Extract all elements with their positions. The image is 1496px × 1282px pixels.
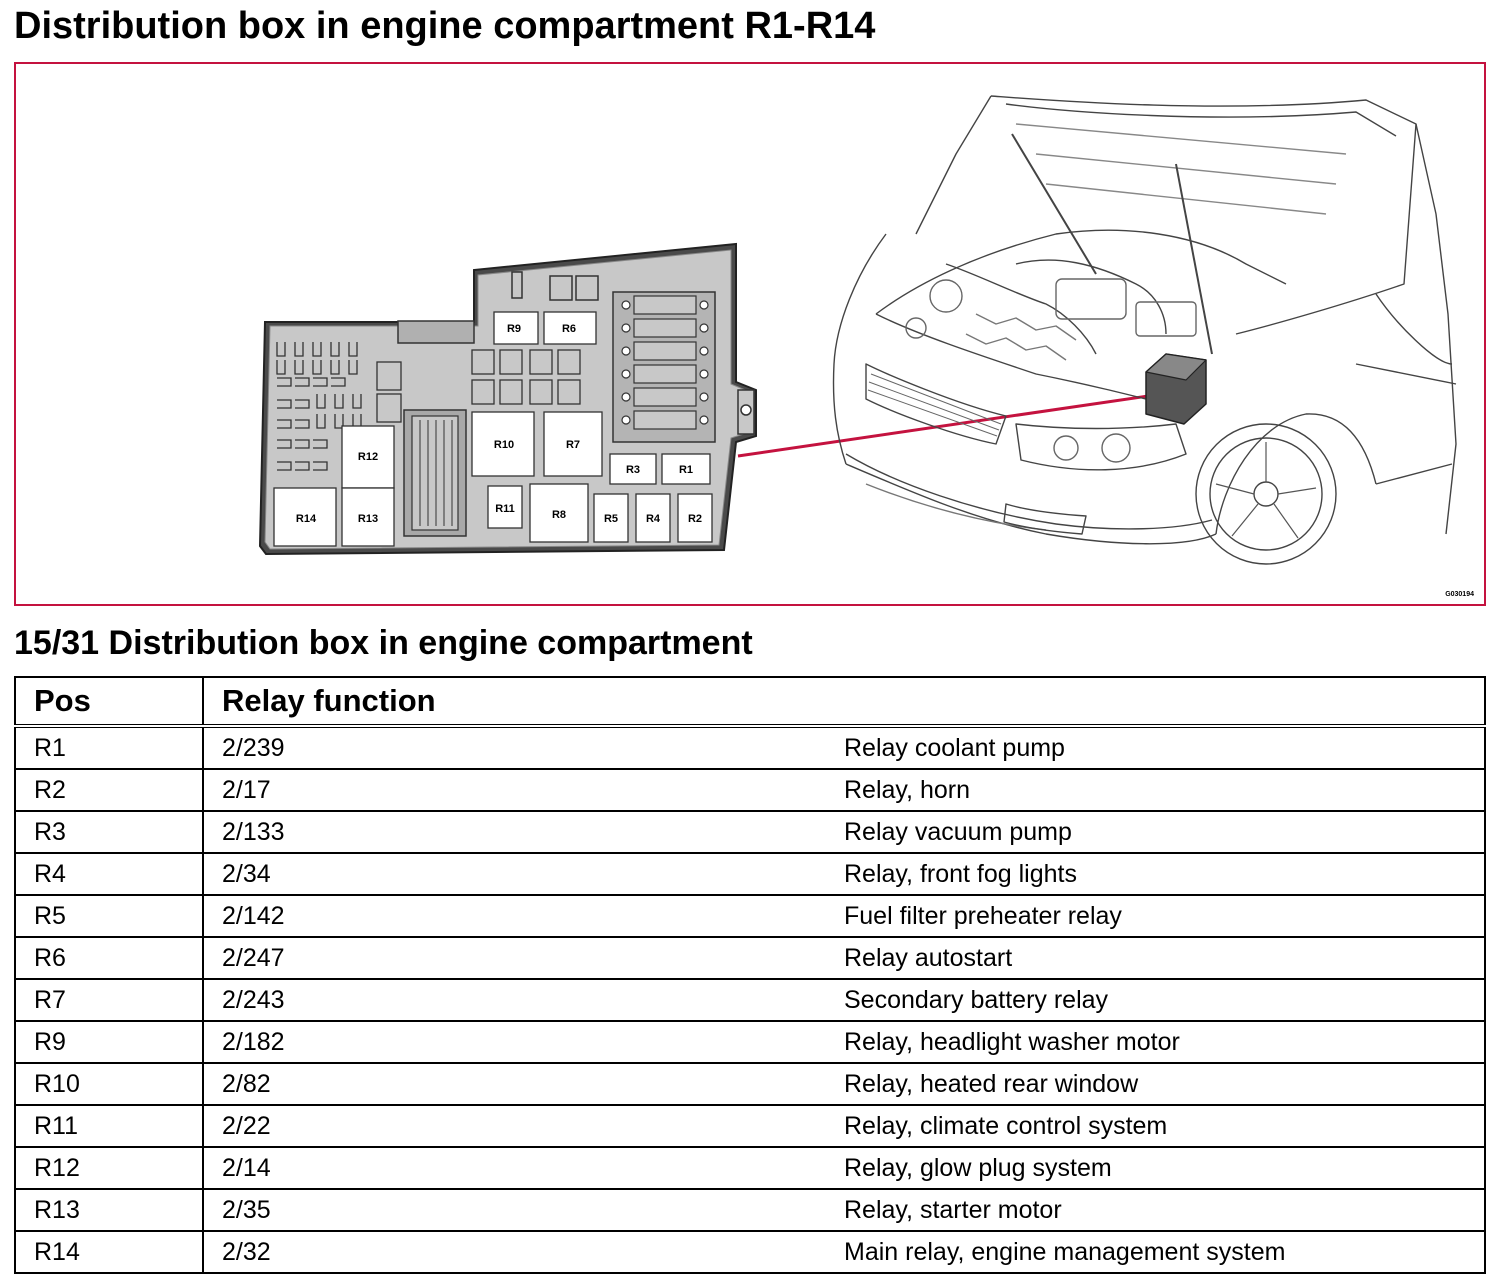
row-pos: R9 [15, 1020, 204, 1063]
row-code: 2/14 [203, 1146, 844, 1189]
row-pos: R10 [15, 1062, 204, 1105]
row-code: 2/32 [203, 1230, 844, 1273]
row-description: Secondary battery relay [844, 978, 1485, 1021]
relay-r5 [593, 493, 629, 543]
row-code: 2/17 [203, 768, 844, 811]
relay-r1 [661, 453, 711, 485]
row-pos: R12 [15, 1146, 204, 1189]
relay-label-r9: R9 [507, 323, 521, 335]
row-pos: R2 [15, 768, 204, 811]
relay-label-r5: R5 [604, 513, 618, 525]
header-relay-function: Relay function [203, 677, 1485, 728]
figure-reference-code: G030194 [1445, 591, 1474, 598]
relay-label-r6: R6 [562, 323, 576, 335]
row-pos: R5 [15, 894, 204, 937]
row-description: Relay, starter motor [844, 1188, 1485, 1231]
row-description: Relay, headlight washer motor [844, 1020, 1485, 1063]
row-code: 2/247 [203, 936, 844, 979]
relay-label-r13: R13 [358, 513, 378, 525]
row-pos: R11 [15, 1104, 204, 1147]
distribution-box-diagram: R9 R6 R10 R7 R3 R1 R12 R14 R13 R11 R8 R5… [258, 95, 1474, 598]
row-pos: R6 [15, 936, 204, 979]
relay-label-r8: R8 [552, 509, 566, 521]
relay-label-r2: R2 [688, 513, 702, 525]
row-code: 2/133 [203, 810, 844, 853]
row-code: 2/182 [203, 1020, 844, 1063]
row-code: 2/82 [203, 1062, 844, 1105]
row-code: 2/22 [203, 1104, 844, 1147]
car-illustration [832, 95, 1457, 565]
row-pos: R1 [15, 725, 204, 769]
row-code: 2/243 [203, 978, 844, 1021]
relay-r10 [471, 411, 535, 477]
header-pos: Pos [15, 677, 204, 728]
diagram-frame: R9 R6 R10 R7 R3 R1 R12 R14 R13 R11 R8 R5… [14, 62, 1486, 606]
row-pos: R14 [15, 1230, 204, 1273]
row-pos: R13 [15, 1188, 204, 1231]
relay-r6 [543, 311, 597, 345]
row-code: 2/239 [203, 725, 844, 769]
row-pos: R7 [15, 978, 204, 1021]
relay-r13 [341, 487, 395, 547]
relay-r8 [529, 483, 589, 543]
section-title: 15/31 Distribution box in engine compart… [14, 624, 753, 662]
leader-line [737, 394, 1149, 458]
relay-r11 [487, 485, 523, 529]
relay-r14 [273, 487, 337, 547]
relay-label-r4: R4 [646, 513, 661, 525]
relay-r9 [493, 311, 539, 345]
row-pos: R3 [15, 810, 204, 853]
relay-label-r11: R11 [495, 503, 515, 515]
row-description: Relay autostart [844, 936, 1485, 979]
relay-r7 [543, 411, 603, 477]
row-description: Fuel filter preheater relay [844, 894, 1485, 937]
relay-label-r1: R1 [679, 464, 693, 476]
row-code: 2/34 [203, 852, 844, 895]
page-title: Distribution box in engine compartment R… [14, 5, 876, 47]
relay-r3 [609, 453, 657, 485]
row-description: Relay, glow plug system [844, 1146, 1485, 1189]
row-description: Main relay, engine management system [844, 1230, 1485, 1273]
relay-label-r14: R14 [296, 513, 317, 525]
row-description: Relay, climate control system [844, 1104, 1485, 1147]
relay-r2 [677, 493, 713, 543]
relay-label-r3: R3 [626, 464, 640, 476]
row-description: Relay, horn [844, 768, 1485, 811]
row-code: 2/142 [203, 894, 844, 937]
relay-label-r7: R7 [566, 439, 580, 451]
relay-label-r10: R10 [494, 439, 514, 451]
row-description: Relay coolant pump [844, 725, 1485, 769]
row-description: Relay vacuum pump [844, 810, 1485, 853]
relay-label-r12: R12 [358, 451, 378, 463]
row-description: Relay, front fog lights [844, 852, 1485, 895]
row-code: 2/35 [203, 1188, 844, 1231]
table-header-row: Pos Relay function [15, 677, 1485, 728]
row-pos: R4 [15, 852, 204, 895]
row-description: Relay, heated rear window [844, 1062, 1485, 1105]
relay-r4 [635, 493, 671, 543]
distribution-box: R9 R6 R10 R7 R3 R1 R12 R14 R13 R11 R8 R5… [258, 242, 757, 556]
